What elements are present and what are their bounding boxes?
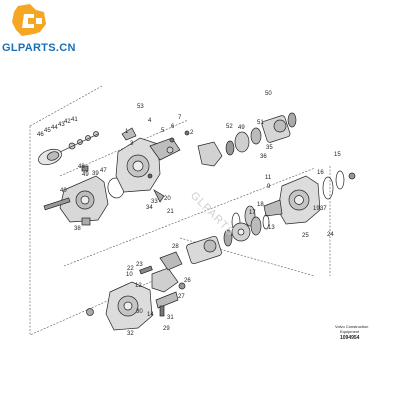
callout-label: 49	[238, 125, 245, 131]
glparts-logo: GLPARTS.CN	[0, 0, 80, 56]
front-flange-assembly	[43, 165, 125, 226]
callout-label: 14	[147, 312, 154, 318]
callout-label: 22	[127, 266, 134, 272]
callout-label: 4	[148, 118, 152, 124]
callout-label: 43	[58, 122, 65, 128]
callout-label: 27	[178, 294, 185, 300]
callout-label: 30	[136, 309, 143, 315]
callout-label: 24	[327, 232, 334, 238]
callout-label: 49	[82, 172, 89, 178]
callout-label: 9	[267, 184, 271, 190]
callout-label: 23	[136, 262, 143, 268]
rear-cover-assembly	[38, 131, 99, 166]
callout-label: 18	[257, 202, 264, 208]
callout-label: 33	[151, 199, 158, 205]
callout-label: 44	[51, 125, 58, 131]
guide-lines	[29, 85, 331, 336]
callout-label: 31	[167, 315, 174, 321]
logo-gear-icon	[12, 4, 46, 36]
callout-label: 20	[164, 196, 171, 202]
main-housing-upper	[115, 127, 190, 203]
callout-label: 25	[302, 233, 309, 239]
footer-line2: Equipment	[340, 329, 360, 334]
logo-text: GLPARTS.CN	[2, 42, 76, 54]
callout-label: 45	[44, 128, 51, 134]
callout-label: 1	[125, 129, 129, 135]
callout-label: 13	[268, 225, 275, 231]
callout-label: 37	[320, 206, 327, 212]
callout-label: 47	[100, 168, 107, 174]
callout-label: 15	[334, 152, 341, 158]
callout-label: 10	[126, 272, 133, 278]
callout-label: 32	[127, 331, 134, 337]
callout-label: 5	[161, 128, 165, 134]
rear-pump-housing	[231, 170, 356, 232]
watermark: GLPARTS	[188, 190, 237, 239]
callout-label: 46	[37, 132, 44, 138]
callout-label: 48	[78, 164, 85, 170]
callout-label: 50	[265, 91, 272, 97]
callout-label: 6	[171, 124, 175, 130]
callout-label: 36	[260, 154, 267, 160]
callout-label: 41	[71, 117, 78, 123]
callout-label: 52	[226, 124, 233, 130]
callout-label: 29	[163, 326, 170, 332]
callout-label: 40	[60, 188, 67, 194]
callout-label: 34	[146, 205, 153, 211]
callout-label: 51	[257, 120, 264, 126]
callout-label: 17	[249, 210, 256, 216]
callout-label: 12	[135, 283, 142, 289]
callout-label: 19	[313, 206, 320, 212]
callout-label: 35	[266, 145, 273, 151]
callout-label: 42	[64, 119, 71, 125]
callout-label: 39	[92, 171, 99, 177]
cylinder-block-group	[186, 214, 270, 265]
callout-label: 28	[172, 244, 179, 250]
footer-code: 1094954	[340, 335, 360, 341]
callout-label: 11	[265, 175, 272, 181]
footer-line1: Volvo Construction	[335, 324, 368, 329]
front-pump-housing	[86, 251, 186, 331]
callout-label: 2	[190, 130, 194, 136]
callout-label: 7	[178, 115, 182, 121]
callout-label: 3	[130, 141, 134, 147]
callout-label: 21	[167, 209, 174, 215]
callout-label: 26	[184, 278, 191, 284]
callout-label: 38	[74, 226, 81, 232]
swash-plate-group	[197, 112, 297, 167]
callout-label: 53	[137, 104, 144, 110]
callout-label: 16	[317, 170, 324, 176]
